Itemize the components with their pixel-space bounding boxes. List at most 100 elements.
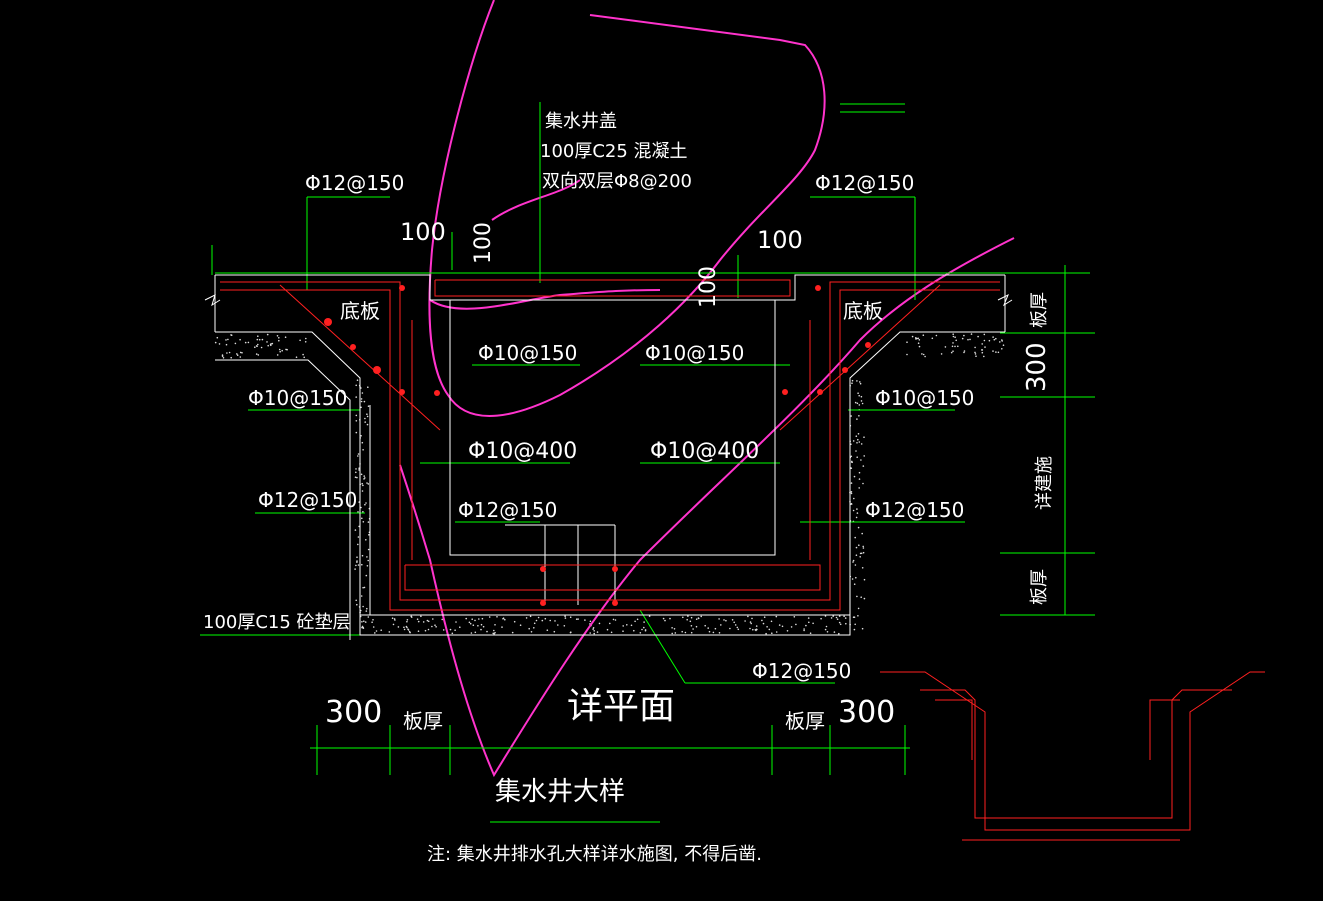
- cushion-dot: [1001, 348, 1003, 350]
- cushion-dot: [276, 354, 279, 356]
- cushion-dot: [736, 626, 739, 629]
- cushion-dot: [862, 547, 865, 549]
- cushion-dot: [859, 556, 861, 558]
- label-right-dim-mid: 详建施: [1034, 456, 1055, 510]
- cushion-dot: [918, 345, 921, 348]
- cushion-dot: [988, 339, 991, 342]
- cushion-dot: [354, 476, 357, 479]
- cushion-dot: [392, 623, 395, 626]
- cushion-dot: [367, 616, 370, 618]
- cushion-dot: [228, 351, 231, 354]
- cushion-dot: [674, 632, 677, 634]
- drawing-labels: 集水井盖 100厚C25 混凝土 双向双层Φ8@200 Φ12@150 Φ12@…: [203, 111, 1055, 865]
- cushion-dot: [355, 420, 358, 422]
- cushion-dot: [967, 338, 969, 341]
- cushion-dot: [365, 539, 367, 541]
- cushion-dot: [861, 627, 864, 630]
- cushion-dot: [365, 574, 368, 577]
- cushion-dot: [857, 438, 859, 441]
- cushion-dot: [397, 626, 400, 628]
- cushion-dot: [812, 622, 814, 625]
- cushion-dot: [496, 616, 498, 618]
- cushion-dot: [279, 350, 282, 353]
- cushion-dot: [584, 619, 586, 621]
- cushion-dot: [407, 629, 410, 631]
- cushion-dot: [1001, 339, 1003, 341]
- cushion-dot: [455, 621, 457, 623]
- label-wall-left-inner: Φ10@150: [478, 341, 577, 365]
- cushion-dot: [480, 628, 482, 631]
- cushion-dot: [749, 627, 751, 630]
- cushion-dot: [469, 622, 472, 625]
- cushion-speckle: [214, 333, 1005, 635]
- cushion-dot: [835, 616, 838, 619]
- cushion-dot: [852, 616, 855, 618]
- cushion-dot: [863, 455, 865, 457]
- cushion-dot: [304, 341, 307, 343]
- markup-strokes: [399, 0, 1015, 778]
- cushion-dot: [643, 621, 645, 623]
- cushion-dot: [234, 342, 237, 345]
- cushion-dot: [858, 394, 860, 397]
- cushion-dot: [995, 351, 997, 353]
- cushion-layer-pattern: [359, 614, 851, 636]
- cushion-dot: [577, 618, 579, 620]
- cushion-dot: [403, 628, 406, 631]
- cushion-dot: [707, 627, 709, 629]
- cushion-dot: [239, 338, 241, 341]
- cushion-dot: [470, 632, 473, 634]
- cushion-dot: [859, 381, 861, 383]
- cushion-dot: [239, 356, 242, 358]
- cushion-dot: [225, 343, 228, 346]
- cushion-dot: [266, 333, 269, 336]
- label-dim-100-right: 100: [757, 226, 803, 254]
- label-mid-right: Φ10@400: [650, 439, 759, 464]
- cushion-dot: [952, 335, 955, 338]
- cushion-dot: [850, 467, 853, 470]
- cushion-dot: [244, 341, 247, 344]
- cushion-dot: [227, 338, 229, 341]
- cushion-dot: [922, 353, 925, 356]
- cushion-dot: [362, 521, 365, 523]
- cushion-dot: [857, 526, 860, 529]
- cushion-dot: [977, 335, 979, 338]
- label-wall-right-outer: Φ10@150: [875, 386, 974, 410]
- cushion-dot: [974, 346, 976, 349]
- cushion-dot: [809, 632, 812, 634]
- cushion-dot: [554, 620, 556, 622]
- cushion-dot: [357, 564, 360, 566]
- cushion-dot: [862, 465, 865, 467]
- cushion-dot: [861, 532, 863, 535]
- cushion-dot: [970, 333, 973, 335]
- cushion-dot: [803, 629, 805, 632]
- cushion-dot: [963, 350, 966, 352]
- cushion-dot: [830, 617, 833, 619]
- cushion-dot: [859, 552, 862, 555]
- cushion-dot: [861, 567, 864, 569]
- cushion-dot: [852, 440, 855, 442]
- cushion-dot: [255, 345, 258, 347]
- cushion-dot: [610, 631, 613, 634]
- cushion-dot: [863, 578, 866, 581]
- cushion-dot: [371, 621, 373, 623]
- cushion-dot: [851, 578, 854, 580]
- cushion-dot: [360, 406, 362, 409]
- cushion-dot: [626, 624, 628, 626]
- label-dim-100-vert: 100: [471, 222, 496, 264]
- cushion-dot: [364, 417, 366, 420]
- cushion-dot: [858, 415, 860, 417]
- label-bottom-thick-left: 板厚: [403, 709, 443, 733]
- cushion-dot: [673, 628, 676, 630]
- label-mid-left: Φ10@400: [468, 439, 577, 464]
- cushion-dot: [589, 632, 591, 634]
- cushion-dot: [276, 335, 279, 337]
- cushion-dot: [257, 343, 259, 346]
- cushion-dot: [863, 436, 865, 439]
- cushion-dot: [856, 402, 859, 405]
- cushion-dot: [354, 529, 357, 531]
- cushion-dot: [845, 622, 847, 625]
- cushion-dot: [843, 615, 845, 618]
- cushion-dot: [432, 618, 434, 620]
- cushion-dot: [839, 623, 842, 626]
- cushion-dot: [851, 382, 853, 385]
